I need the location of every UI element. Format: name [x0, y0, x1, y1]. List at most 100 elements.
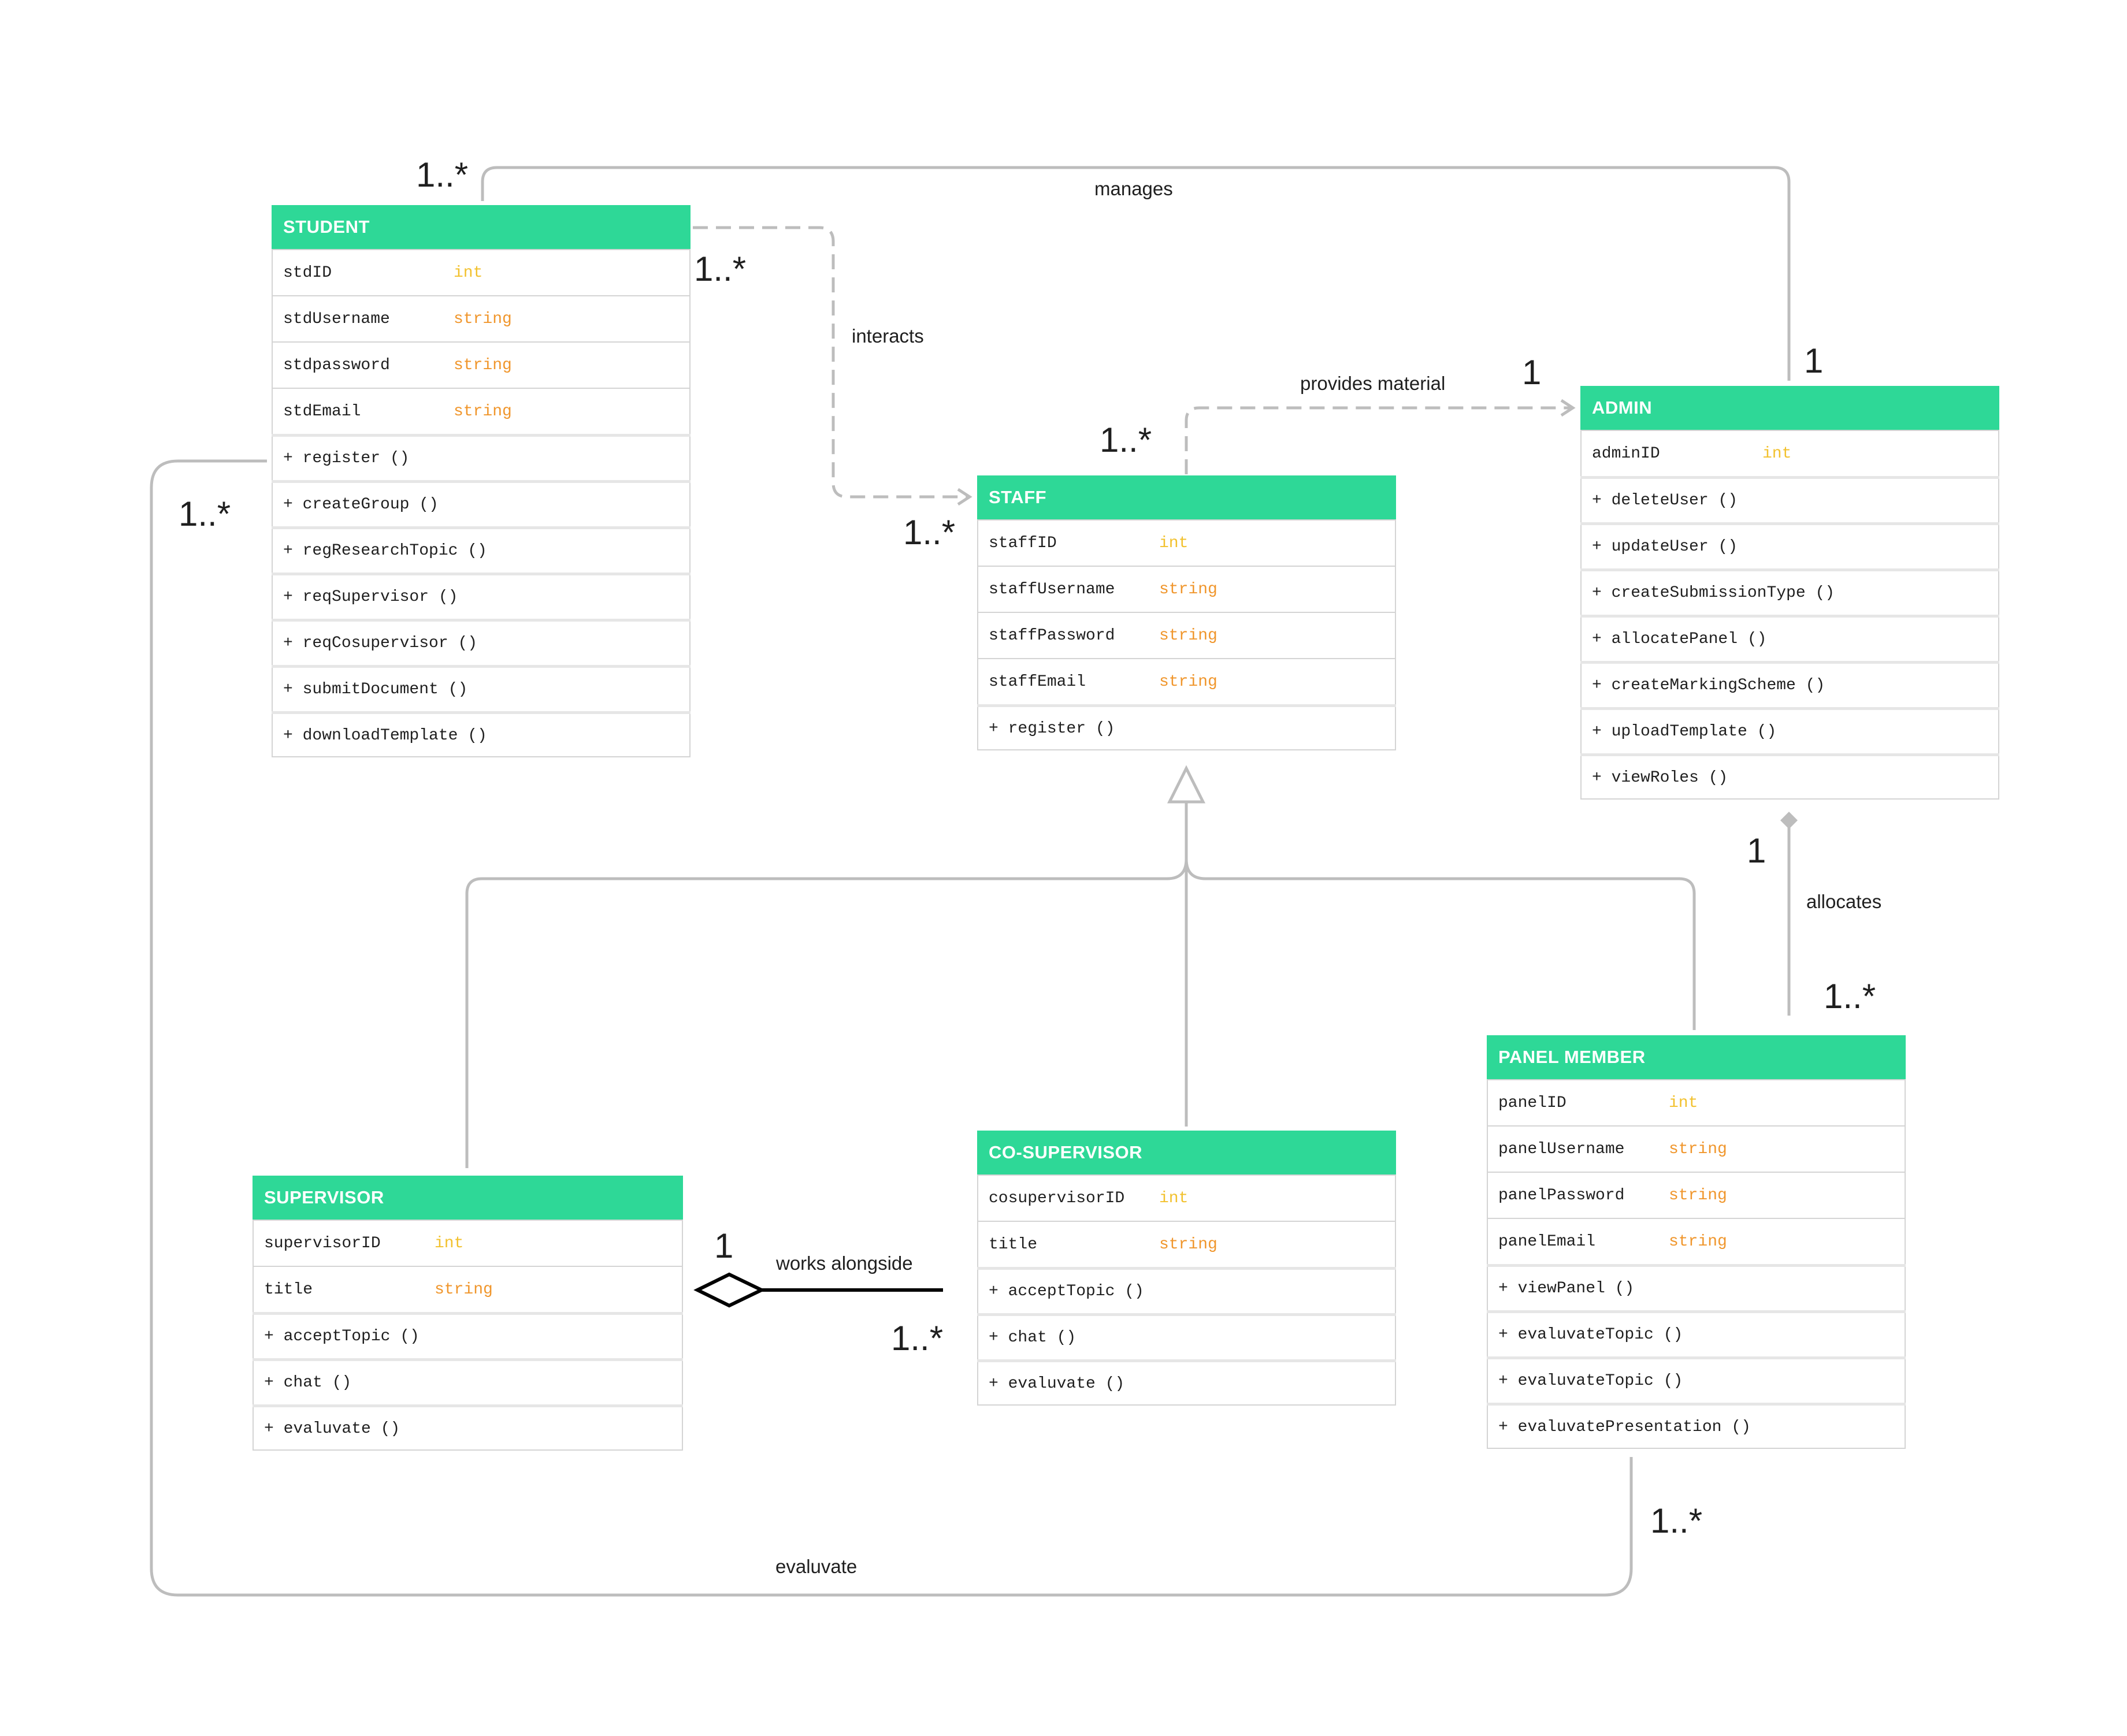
attribute-row: staffEmail string: [977, 658, 1396, 704]
method-name: + chat (): [264, 1374, 352, 1392]
attribute-name: staffID: [989, 534, 1057, 552]
attribute-type: int: [1159, 1189, 1189, 1207]
attribute-name: stdpassword: [283, 356, 390, 374]
attribute-type: string: [454, 310, 512, 328]
method-row: + chat (): [977, 1313, 1396, 1359]
method-row: + register (): [272, 434, 691, 480]
multiplicity-works-cosupervisor: 1..*: [891, 1319, 944, 1358]
method-row: + deleteUser (): [1580, 476, 1999, 522]
multiplicity-evaluvate-panel: 1..*: [1650, 1501, 1703, 1540]
multiplicity-evaluvate-student: 1..*: [179, 495, 231, 533]
method-name: + deleteUser (): [1592, 492, 1738, 510]
method-name: + createSubmissionType (): [1592, 584, 1835, 602]
method-name: + acceptTopic (): [264, 1328, 420, 1345]
attribute-name: panelPassword: [1498, 1186, 1625, 1205]
attribute-name: adminID: [1592, 444, 1660, 463]
method-row: + evaluvatePresentation (): [1487, 1403, 1906, 1449]
interacts-line: [693, 226, 968, 499]
attribute-row: stdUsername string: [272, 295, 691, 341]
class-header: STUDENT: [272, 205, 691, 249]
attribute-name: staffUsername: [989, 580, 1115, 599]
multiplicity-manages-student: 1..*: [416, 155, 469, 194]
method-name: + createMarkingScheme (): [1592, 676, 1825, 694]
attribute-name: title: [264, 1280, 313, 1299]
attribute-name: cosupervisorID: [989, 1189, 1125, 1207]
method-name: + register (): [283, 449, 410, 467]
attribute-name: panelEmail: [1498, 1232, 1596, 1251]
attribute-type: int: [1669, 1094, 1698, 1112]
method-name: + evaluvatePresentation (): [1498, 1418, 1751, 1436]
class-header: SUPERVISOR: [253, 1176, 683, 1220]
multiplicity-interacts-staff: 1..*: [903, 513, 956, 552]
class-cosupervisor[interactable]: CO-SUPERVISOR cosupervisorID int title str…: [977, 1131, 1396, 1406]
attribute-type: string: [1669, 1140, 1727, 1158]
multiplicity-allocates-panel: 1..*: [1824, 977, 1876, 1016]
attribute-type: string: [454, 402, 512, 421]
attribute-type: string: [1159, 626, 1217, 645]
attribute-name: staffEmail: [989, 672, 1086, 691]
generalization-panel-branch: [1185, 858, 1696, 1030]
method-name: + updateUser (): [1592, 538, 1738, 556]
class-header: PANEL MEMBER: [1487, 1035, 1906, 1079]
method-row: + downloadTemplate (): [272, 711, 691, 757]
method-name: + downloadTemplate (): [283, 727, 487, 745]
attribute-row: adminID int: [1580, 430, 1999, 476]
attribute-type: string: [454, 356, 512, 374]
method-name: + createGroup (): [283, 496, 439, 514]
method-name: + evaluvate (): [989, 1375, 1125, 1393]
method-name: + evaluvateTopic (): [1498, 1372, 1683, 1390]
attribute-row: title string: [977, 1221, 1396, 1267]
multiplicity-manages-admin: 1: [1804, 341, 1824, 380]
association-label-allocates: allocates: [1806, 891, 1882, 912]
attribute-row: stdpassword string: [272, 341, 691, 388]
method-row: + acceptTopic (): [253, 1312, 683, 1358]
interacts-arrowhead: [957, 488, 972, 506]
class-header: STAFF: [977, 475, 1396, 519]
manages-line: [481, 166, 1791, 381]
method-row: + createGroup (): [272, 480, 691, 526]
method-name: + register (): [989, 720, 1115, 738]
method-name: + submitDocument (): [283, 681, 468, 698]
evaluvate-line: [150, 459, 1633, 1597]
method-row: + chat (): [253, 1358, 683, 1404]
method-row: + reqCosupervisor (): [272, 619, 691, 665]
attribute-type: string: [1159, 672, 1217, 691]
association-label-works-alongside: works alongside: [776, 1252, 913, 1274]
class-header: CO-SUPERVISOR: [977, 1131, 1396, 1174]
method-name: + evaluvateTopic (): [1498, 1326, 1683, 1344]
attribute-name: staffPassword: [989, 626, 1115, 645]
method-row: + createSubmissionType (): [1580, 568, 1999, 615]
attribute-type: int: [435, 1234, 464, 1252]
method-row: + submitDocument (): [272, 665, 691, 711]
method-row: + regResearchTopic (): [272, 526, 691, 573]
method-row: + updateUser (): [1580, 522, 1999, 568]
attribute-type: string: [1159, 580, 1217, 599]
multiplicity-allocates-admin: 1: [1747, 831, 1766, 870]
generalization-triangle: [1167, 765, 1206, 804]
method-name: + evaluvate (): [264, 1420, 400, 1438]
attribute-type: int: [1762, 444, 1792, 463]
method-row: + viewRoles (): [1580, 753, 1999, 800]
multiplicity-works-supervisor: 1: [714, 1226, 734, 1265]
generalization-supervisor-branch: [465, 858, 1188, 1168]
method-name: + viewRoles (): [1592, 769, 1728, 787]
attribute-type: string: [1159, 1235, 1217, 1254]
multiplicity-provides-staff: 1..*: [1100, 421, 1152, 459]
attribute-name: stdUsername: [283, 310, 390, 328]
composition-diamond: [1780, 812, 1798, 829]
attribute-name: title: [989, 1235, 1038, 1254]
attribute-row: staffUsername string: [977, 566, 1396, 612]
multiplicity-provides-admin: 1: [1522, 353, 1542, 392]
method-row: + allocatePanel (): [1580, 615, 1999, 661]
